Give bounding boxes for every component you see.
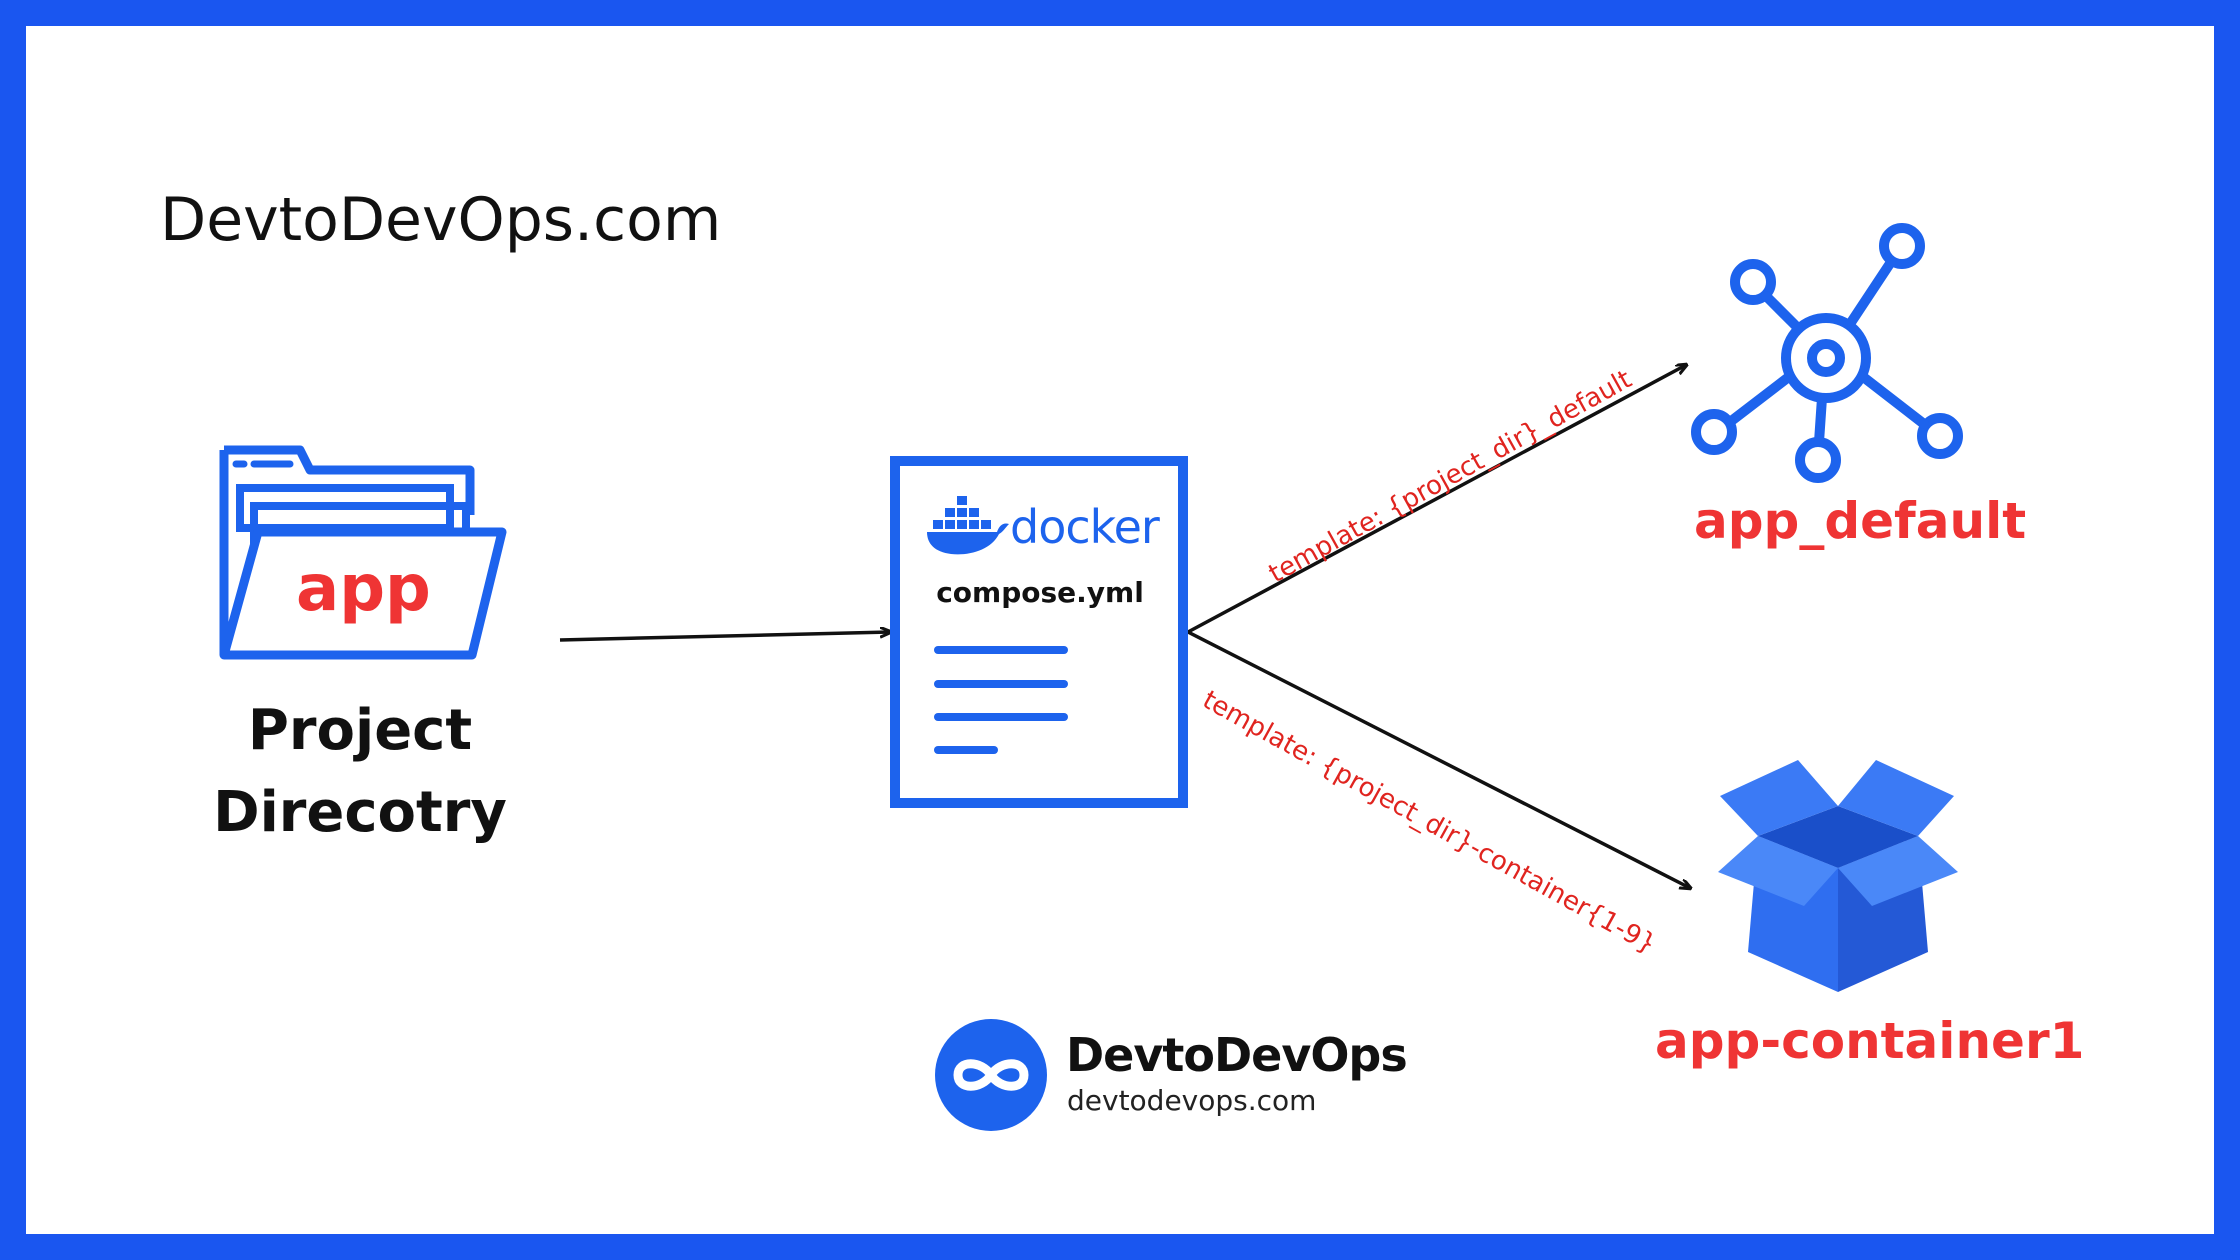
arrow-folder-to-compose (559, 632, 890, 642)
brand-url[interactable]: devtodevops.com (1067, 1084, 1317, 1117)
docker-wordmark: docker (1010, 500, 1160, 554)
docker-whale-icon (927, 496, 1009, 555)
container-label: app-container1 (1655, 1012, 2085, 1070)
compose-document (890, 456, 1188, 808)
folder-icon (219, 445, 507, 660)
brand-name: DevtoDevOps (1066, 1028, 1408, 1082)
document-lines-icon (934, 646, 1068, 754)
folder-label: app (296, 552, 431, 626)
arrow-compose-to-container (1187, 630, 1690, 888)
arrow-compose-to-network (1187, 365, 1686, 634)
compose-filename: compose.yml (936, 576, 1144, 609)
project-directory-label: Project Direcotry (213, 698, 507, 845)
network-label: app_default (1694, 492, 2027, 550)
infinity-icon (935, 1019, 1047, 1131)
box-icon (1718, 760, 1958, 992)
network-hub-icon (1691, 223, 1963, 483)
site-title: DevtoDevOps.com (160, 185, 722, 255)
